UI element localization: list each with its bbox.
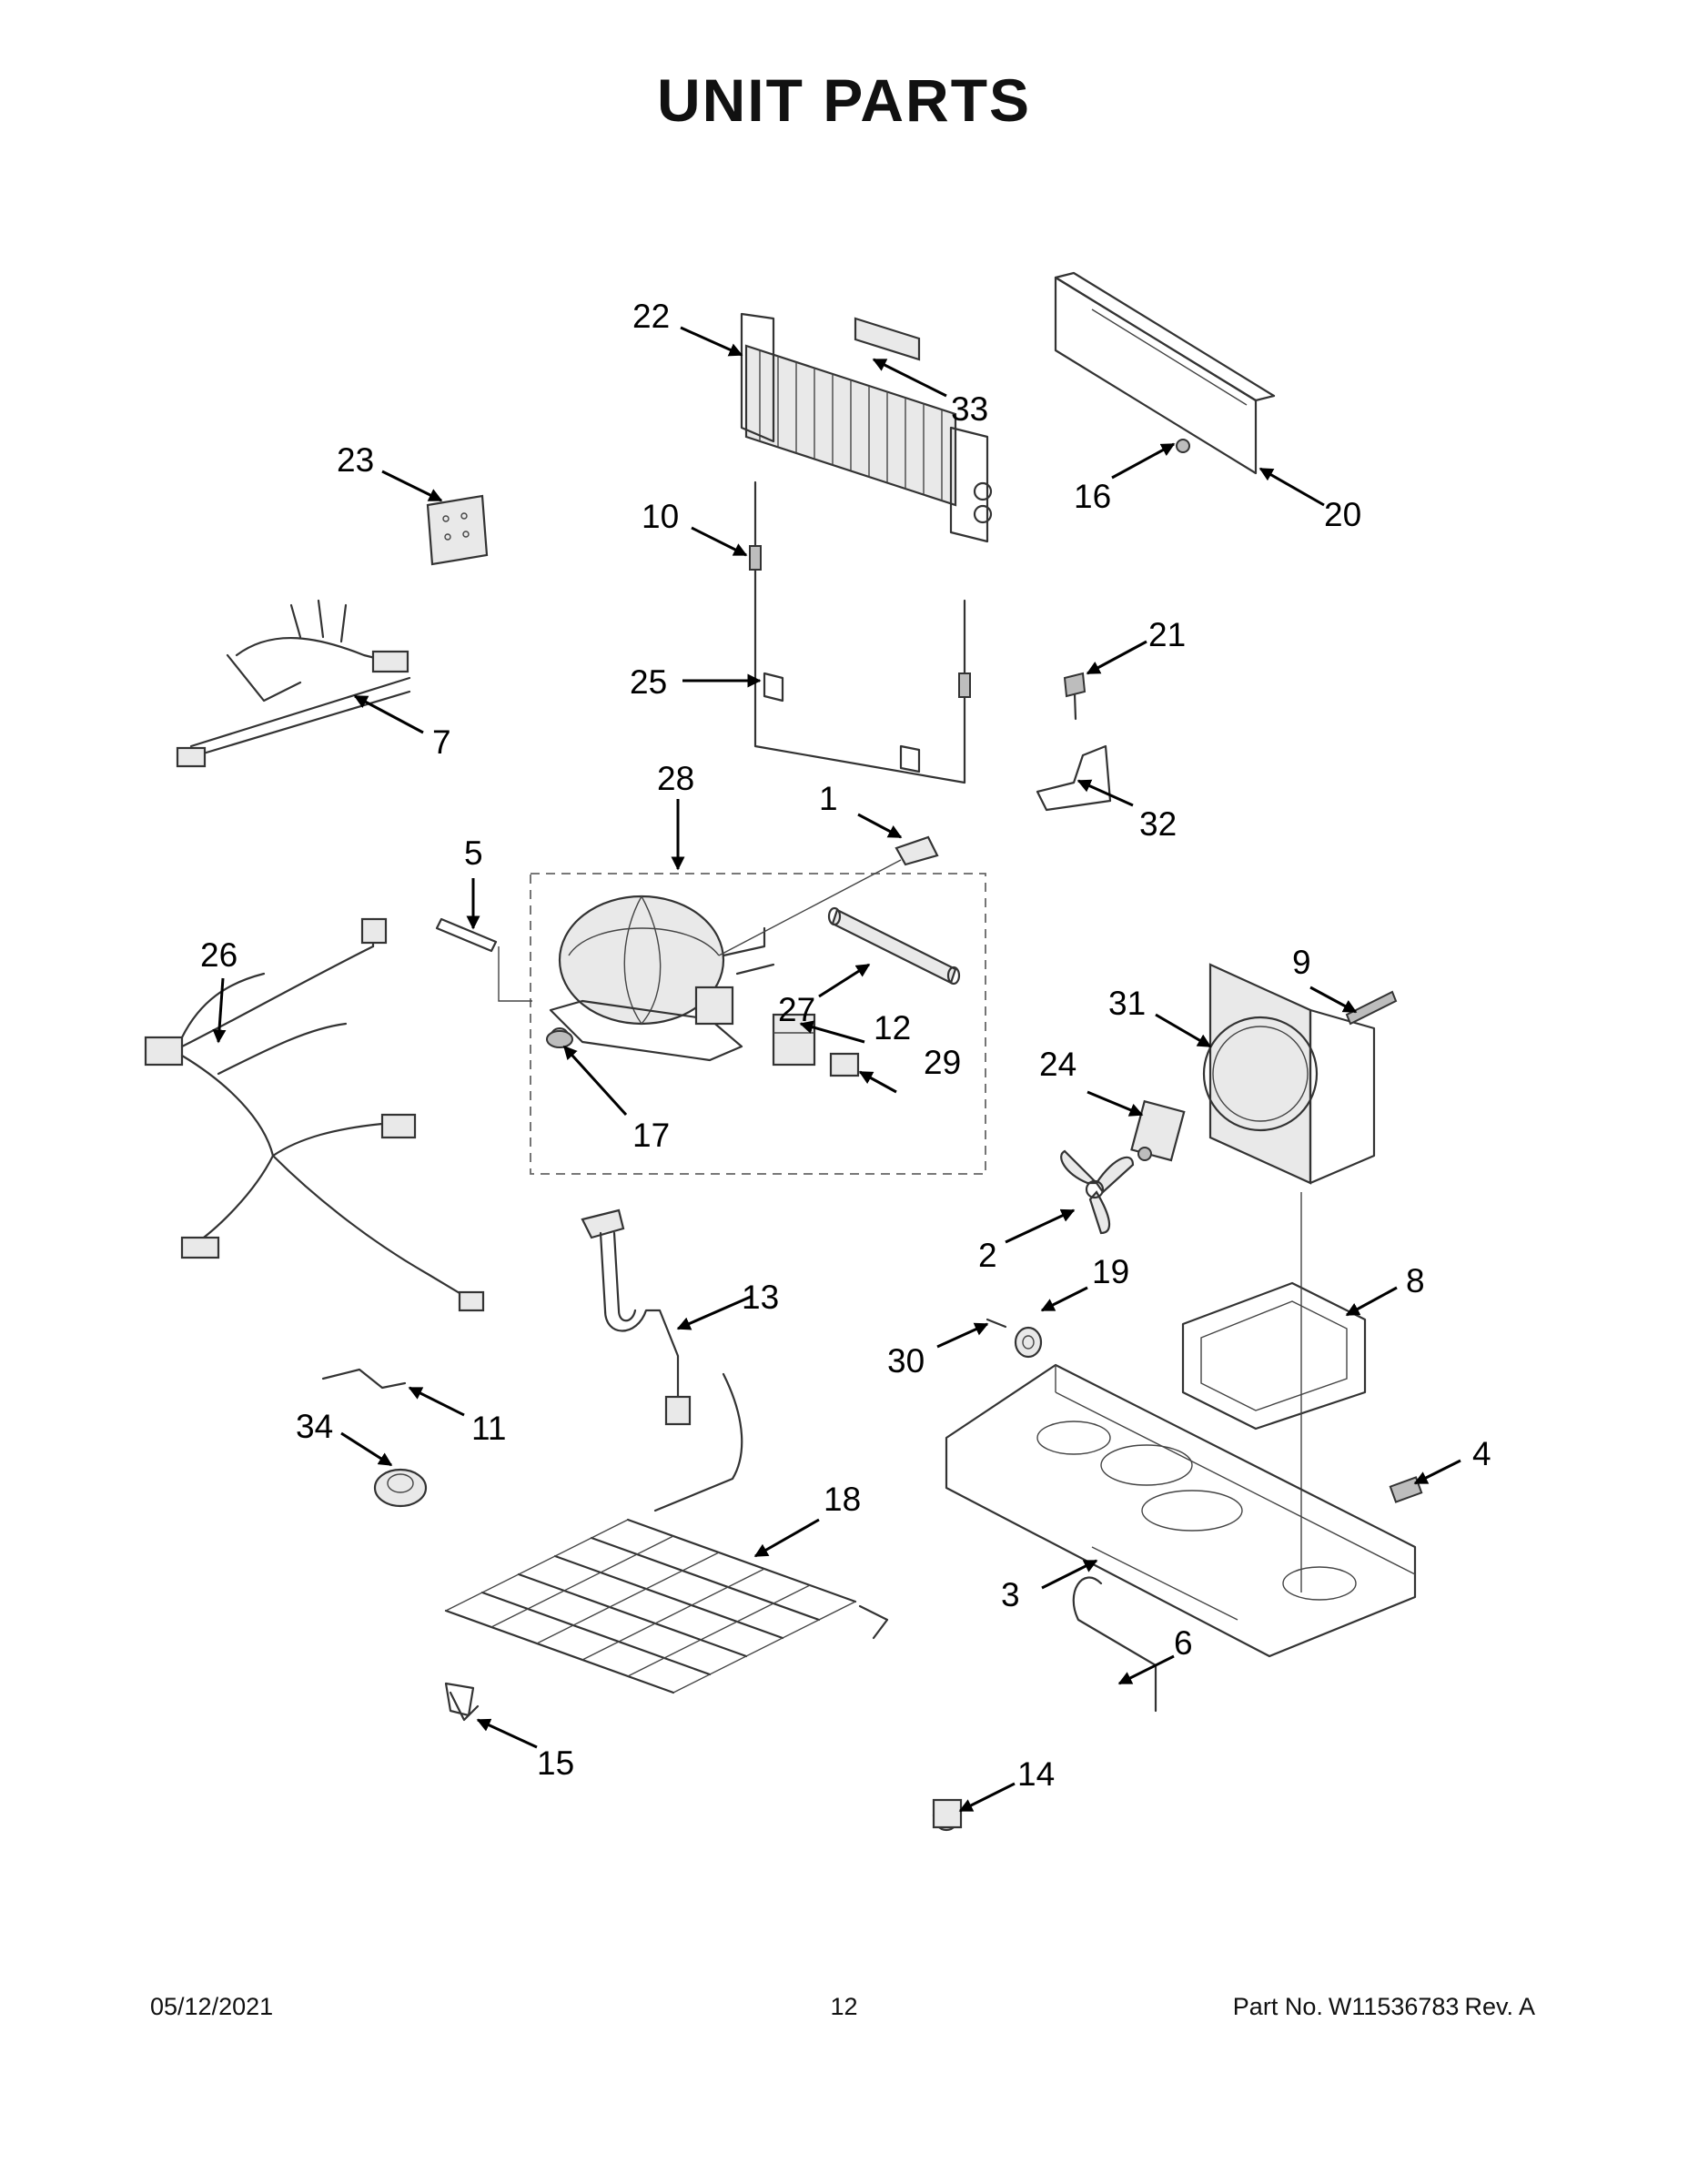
- callout-27: 27: [778, 991, 815, 1028]
- fan-shroud: [1202, 963, 1376, 1185]
- callout-19: 19: [1092, 1253, 1129, 1290]
- callout-23: 23: [337, 441, 374, 479]
- callout-13: 13: [742, 1279, 779, 1316]
- footer-date: 05/12/2021: [150, 1993, 274, 2020]
- leveling-leg: [1389, 1476, 1423, 1503]
- strap: [435, 917, 532, 1002]
- callout-14: 14: [1017, 1755, 1055, 1793]
- condenser-coil: [740, 312, 993, 543]
- callout-5: 5: [464, 834, 483, 872]
- callout-25: 25: [630, 663, 667, 701]
- callout-15: 15: [537, 1744, 574, 1782]
- callout-7: 7: [432, 723, 451, 761]
- control-board: [426, 494, 489, 566]
- callout-18: 18: [824, 1481, 861, 1518]
- condenser-tape: [854, 317, 921, 361]
- drain-tube: [581, 1208, 692, 1426]
- callout-22: 22: [632, 298, 670, 335]
- revision: Rev. A: [1464, 1993, 1535, 2020]
- drier: [827, 906, 961, 986]
- callout-3: 3: [1001, 1576, 1020, 1613]
- machine-compartment-base: [945, 1363, 1417, 1658]
- process-tube: [718, 835, 939, 956]
- callout-32: 32: [1139, 805, 1177, 843]
- callout-leaders: [212, 326, 1461, 1813]
- evaporator-clip: [444, 1682, 475, 1717]
- compressor-harness: [144, 917, 485, 1312]
- wire-harness: [176, 599, 411, 768]
- callout-17: 17: [632, 1117, 670, 1154]
- callout-24: 24: [1039, 1046, 1076, 1083]
- mounting-grommet: [546, 1030, 573, 1048]
- footer-page-number: 12: [830, 1993, 858, 2020]
- capacitor: [829, 1052, 860, 1077]
- callout-8: 8: [1406, 1262, 1425, 1299]
- callout-10: 10: [642, 498, 679, 535]
- condenser-tubing: [749, 480, 971, 784]
- fan-bracket: [1181, 1281, 1367, 1431]
- fan-blade: [1060, 1149, 1135, 1235]
- shroud-screw: [1345, 990, 1398, 1026]
- part-number: W11536783: [1328, 1993, 1460, 2020]
- bracket: [1036, 744, 1112, 812]
- callout-30: 30: [887, 1342, 925, 1380]
- thermostat: [373, 1468, 428, 1508]
- callout-33: 33: [951, 390, 988, 428]
- callout-labels: 22 33 23 10 16 20 25 21 7 32 28 1 5 26 2…: [200, 298, 1491, 1793]
- evaporator-coil: [444, 1372, 889, 1722]
- condenser-cover: [1054, 271, 1276, 475]
- fan-motor: [1130, 1099, 1186, 1162]
- screw: [1063, 672, 1087, 721]
- page-title: UNIT PARTS: [656, 66, 1032, 134]
- callout-29: 29: [924, 1044, 961, 1081]
- compressor-kit-outline: [530, 873, 986, 1175]
- callout-16: 16: [1074, 478, 1111, 515]
- callout-20: 20: [1324, 496, 1361, 533]
- spacer: [932, 1798, 963, 1832]
- callout-9: 9: [1292, 944, 1311, 981]
- callout-34: 34: [296, 1408, 333, 1445]
- callout-21: 21: [1148, 616, 1186, 653]
- callout-4: 4: [1472, 1435, 1491, 1472]
- grommet: [1014, 1326, 1043, 1359]
- callout-31: 31: [1108, 985, 1146, 1022]
- callout-1: 1: [819, 780, 838, 817]
- callout-28: 28: [657, 760, 694, 797]
- callout-6: 6: [1174, 1624, 1193, 1662]
- cover-screw: [1176, 439, 1190, 453]
- callout-12: 12: [874, 1009, 911, 1046]
- part-label: Part No.: [1232, 1993, 1323, 2020]
- callout-2: 2: [978, 1237, 997, 1274]
- pin: [986, 1318, 1007, 1329]
- wire-clip: [321, 1368, 407, 1390]
- callout-26: 26: [200, 936, 238, 974]
- drain-hose-clip: [1072, 1576, 1157, 1713]
- callout-11: 11: [471, 1410, 506, 1447]
- compressor: [549, 895, 775, 1062]
